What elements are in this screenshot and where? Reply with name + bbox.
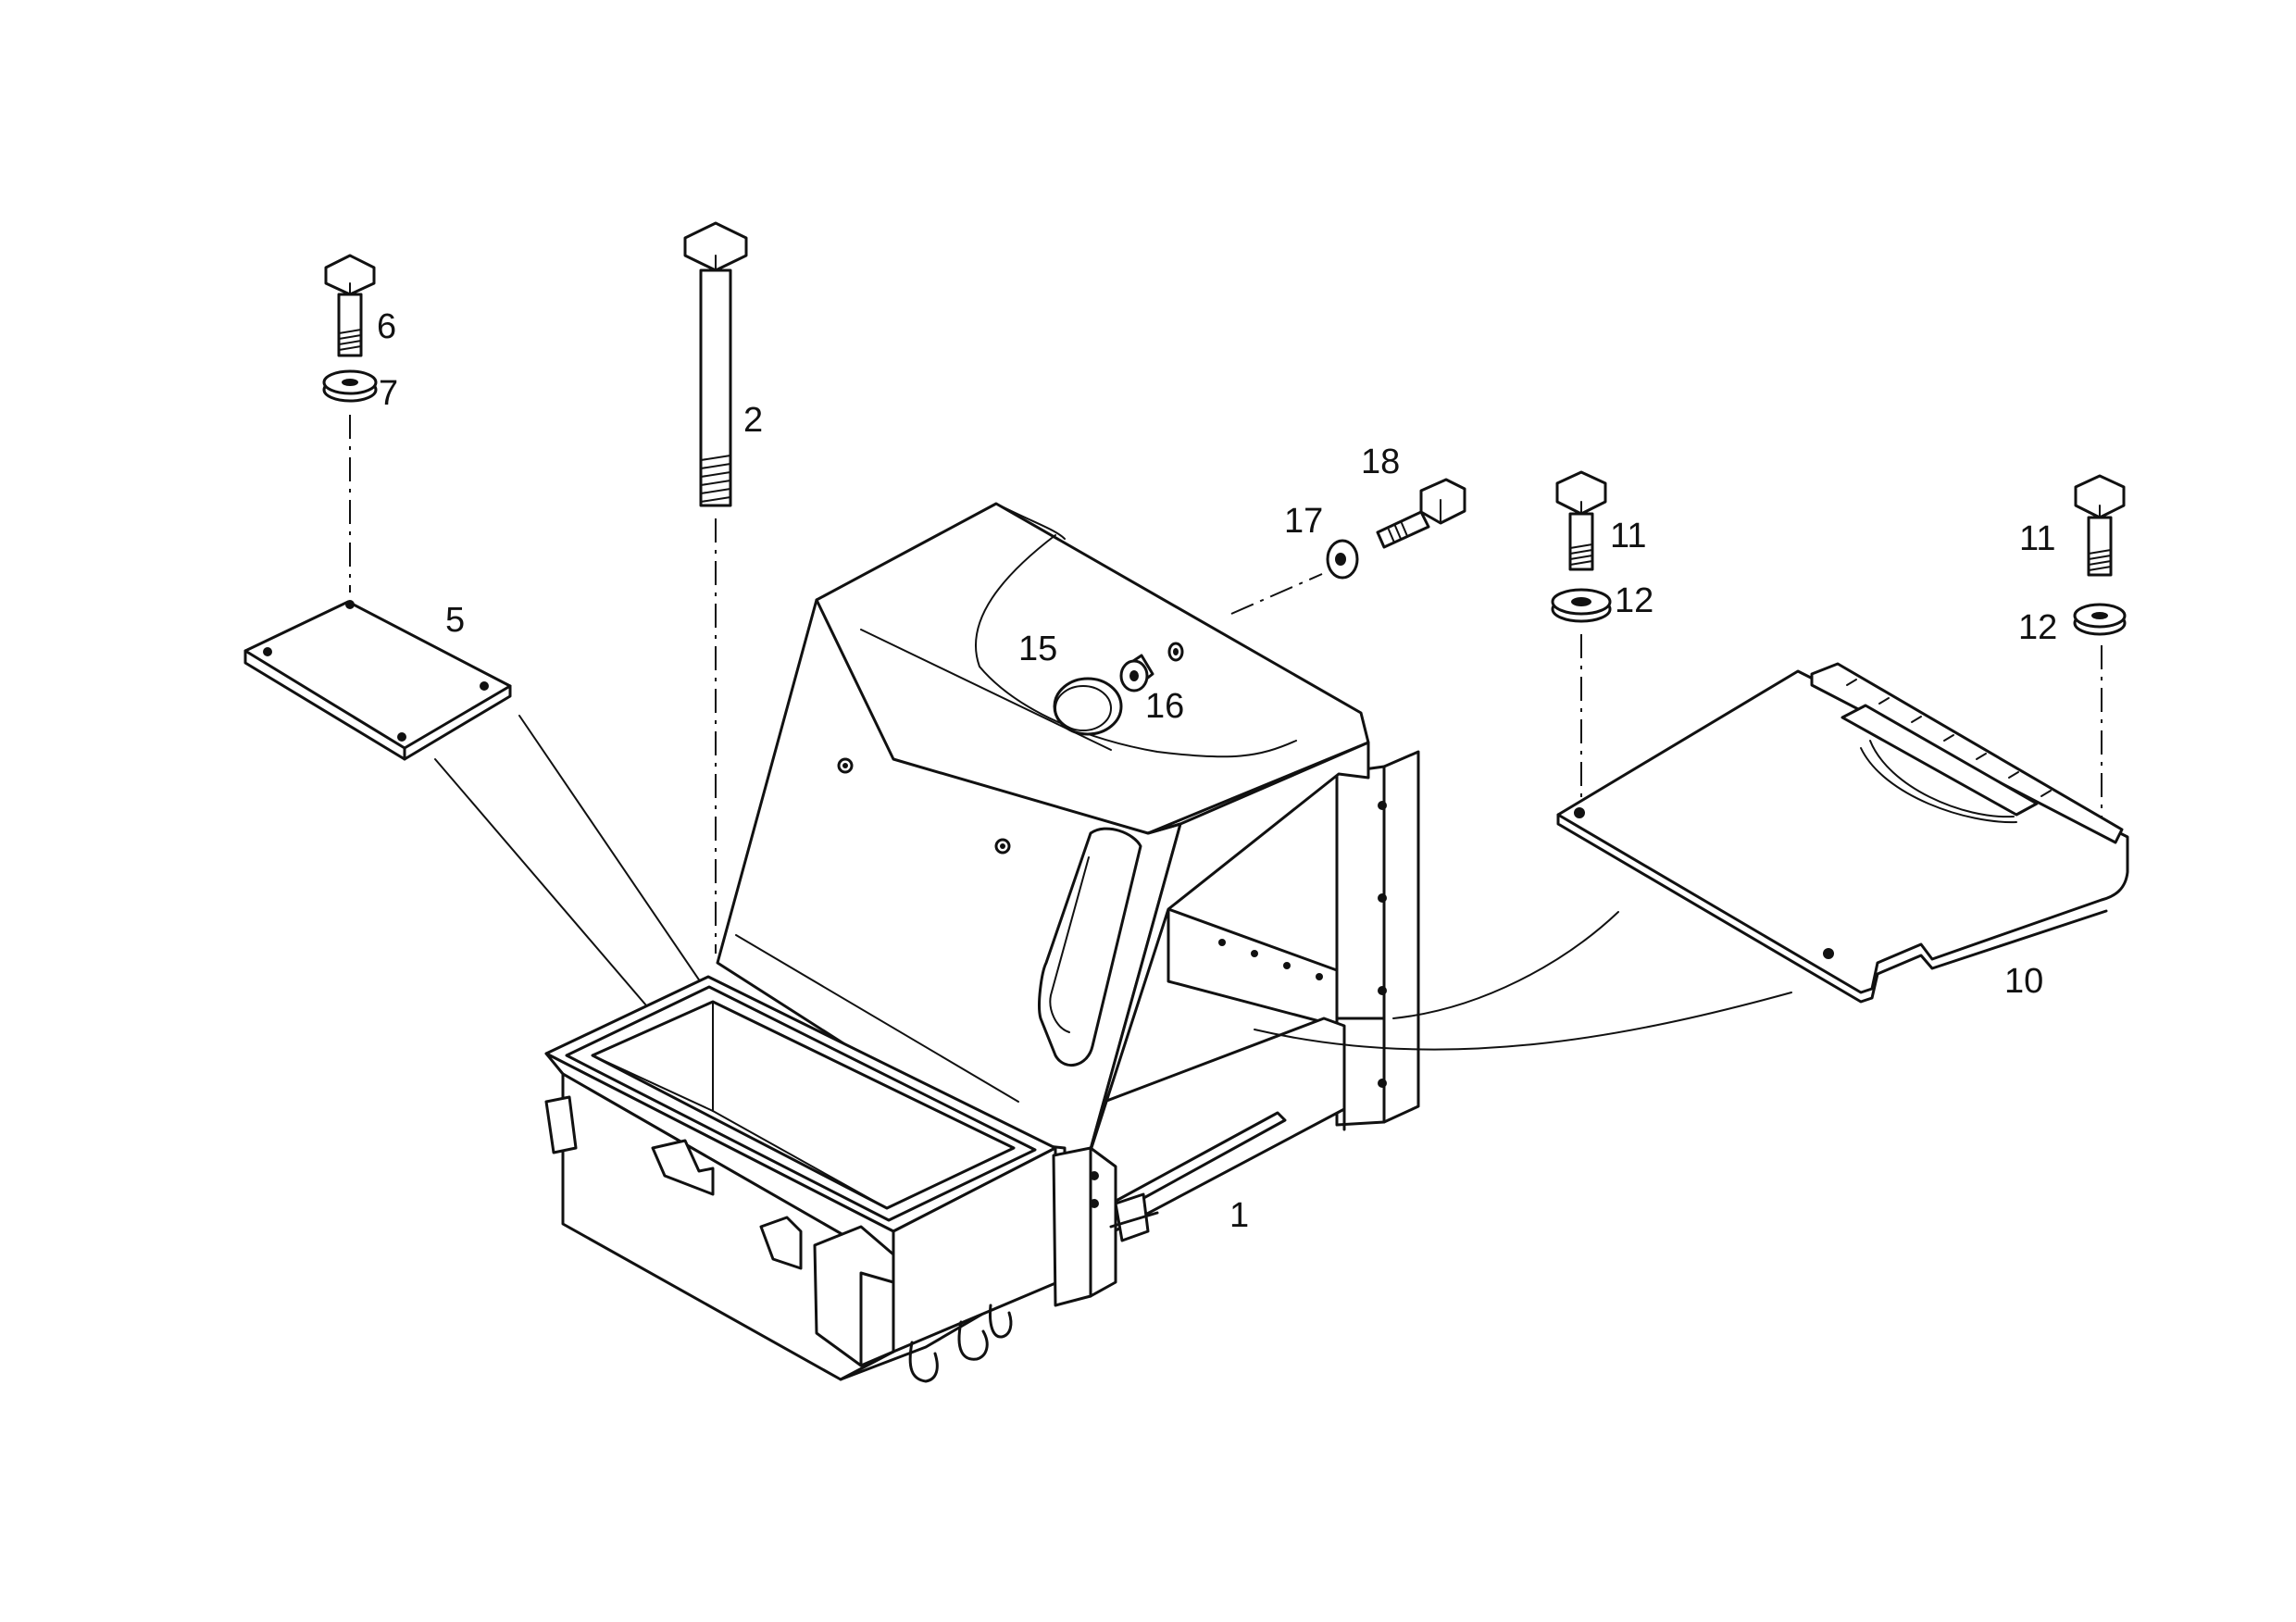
callout-16: 16 (1145, 687, 1184, 726)
callout-7: 7 (379, 374, 398, 413)
lid-part-10 (1556, 662, 2129, 1004)
long-bolt-part-2 (683, 221, 748, 507)
callout-6: 6 (377, 307, 396, 346)
washer-part-7 (322, 369, 378, 403)
callout-18: 18 (1361, 443, 1400, 481)
callout-1: 1 (1229, 1196, 1249, 1235)
bolt-part-6 (324, 254, 376, 357)
leader-line-part-10a (1392, 911, 1619, 1019)
cover-plate-part-5 (243, 600, 512, 761)
callout-15: 15 (1018, 630, 1057, 668)
callout-12-left: 12 (1615, 581, 1653, 620)
callout-10: 10 (2004, 962, 2043, 1001)
battery-box-frame-part-1 (544, 502, 1420, 1383)
bolt-part-11-left (1555, 470, 1607, 571)
leader-line-part-10b (1254, 992, 1792, 1051)
callout-17: 17 (1284, 502, 1323, 541)
callout-2: 2 (743, 401, 763, 440)
centerline-part-17 (1230, 573, 1323, 615)
washer-part-17 (1326, 539, 1359, 580)
bolt-part-18 (1376, 478, 1466, 549)
callout-11-left: 11 (1610, 517, 1646, 555)
washer-part-12-right (2073, 603, 2127, 636)
callout-12-right: 12 (2018, 608, 2057, 647)
washer-part-12-left (1551, 588, 1612, 623)
callout-5: 5 (445, 601, 465, 640)
callout-11-right: 11 (2019, 519, 2055, 558)
bushing-part-16 (1119, 642, 1184, 692)
bolt-part-11-right (2074, 474, 2126, 577)
cap-part-15 (1053, 677, 1123, 736)
